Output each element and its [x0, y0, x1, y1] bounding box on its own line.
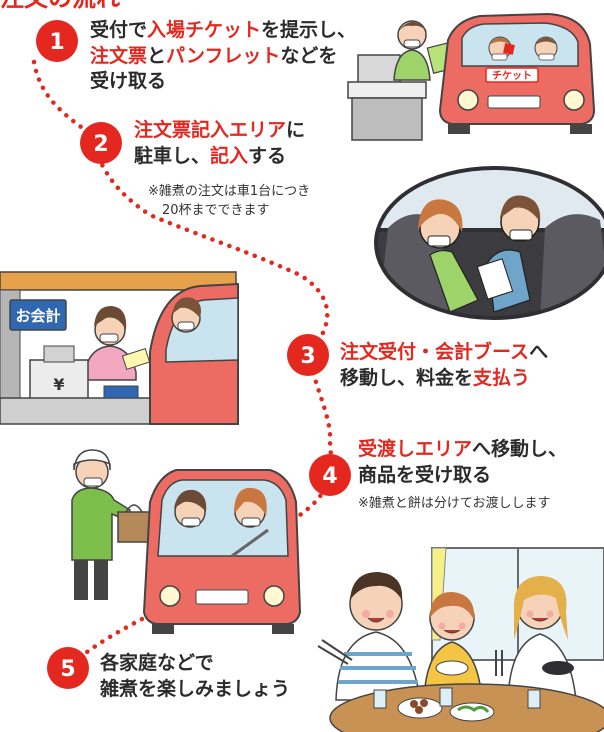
note-line: ※雑煮の注文は車1台につき	[148, 184, 311, 199]
step-3-text: 注文受付・会計ブースへ移動し、料金を支払う	[340, 340, 600, 391]
step-4-note: ※雑煮と餅は分けてお渡しします	[358, 495, 604, 514]
step-5-number: 5	[60, 657, 75, 682]
register-yen-symbol: ¥	[53, 375, 64, 394]
step-1-badge: 1	[36, 20, 78, 62]
step-5-text: 各家庭などで雑煮を楽しみましょう	[100, 651, 330, 702]
highlight-text: 支払う	[473, 366, 531, 389]
step-1-text: 受付で入場チケットを提示し、注文票とパンフレットなどを受け取る	[90, 18, 390, 95]
header-fragment: 注文の流れ	[0, 0, 120, 12]
body-text: へ	[529, 341, 549, 363]
highlight-text: 注文票	[90, 44, 148, 67]
highlight-text: 受渡しエリア	[358, 438, 473, 460]
step-1-line: 受け取る	[90, 69, 390, 95]
page-heading-fragment: 注文の流れ	[0, 0, 120, 12]
step-2-line: 注文票記入エリアに	[134, 118, 374, 144]
step-4-line: 商品を受け取る	[358, 463, 604, 489]
step-2-note: ※雑煮の注文は車1台につき 20杯までできます	[148, 183, 378, 221]
highlight-text: 記入	[210, 144, 249, 167]
body-text: 商品を受け取る	[358, 463, 492, 486]
step-4-text: 受渡しエリアへ移動し、商品を受け取る	[358, 437, 604, 488]
body-text: を提示し、	[261, 19, 357, 41]
body-text: 雑煮を楽しみましょう	[100, 677, 291, 700]
body-text: 受付で	[90, 19, 148, 41]
body-text: と	[147, 44, 167, 67]
family-meal-illustration	[317, 547, 604, 732]
body-text: 受け取る	[90, 70, 167, 93]
highlight-text: パンフレット	[166, 44, 281, 67]
booth-sign-label: お会計	[15, 307, 60, 325]
step-5-badge: 5	[47, 647, 89, 689]
step-4-badge: 4	[309, 454, 351, 496]
step-1-number: 1	[49, 30, 64, 55]
body-text: する	[248, 144, 287, 167]
note-line: 20杯までできます	[162, 202, 270, 218]
step-2-line: 駐車し、記入する	[134, 144, 374, 170]
body-text: 各家庭などで	[100, 652, 214, 674]
step-5-line: 各家庭などで	[100, 651, 330, 677]
payment-booth-illustration: お会計 ¥	[0, 271, 239, 425]
step-5-line: 雑煮を楽しみましょう	[100, 677, 330, 703]
body-text: 移動し、料金を	[340, 366, 474, 389]
reception-car-illustration: チケット	[347, 12, 596, 141]
highlight-text: 注文票記入エリア	[134, 119, 287, 141]
step-3-line: 注文受付・会計ブースへ	[340, 340, 600, 366]
body-text: などを	[280, 44, 338, 67]
note-line: ※雑煮と餅は分けてお渡しします	[358, 496, 551, 511]
highlight-text: 入場チケット	[147, 19, 262, 41]
highlight-text: 注文受付・会計ブース	[340, 341, 530, 363]
ticket-label: チケット	[492, 70, 532, 82]
step-2-badge: 2	[80, 122, 122, 164]
step-2-text: 注文票記入エリアに駐車し、記入する	[134, 118, 374, 169]
step-3-line: 移動し、料金を支払う	[340, 366, 600, 392]
step-3-badge: 3	[287, 334, 329, 376]
body-text: 駐車し、	[134, 144, 211, 167]
body-text: に	[286, 119, 306, 141]
step-4-number: 4	[322, 464, 337, 489]
form-filling-illustration	[374, 166, 604, 320]
body-text: へ移動し、	[472, 438, 568, 460]
step-4-line: 受渡しエリアへ移動し、	[358, 437, 604, 463]
handover-illustration	[71, 449, 302, 634]
step-2-number: 2	[93, 132, 108, 157]
step-1-line: 受付で入場チケットを提示し、	[90, 18, 390, 44]
step-3-number: 3	[300, 344, 315, 369]
step-1-line: 注文票とパンフレットなどを	[90, 44, 390, 70]
